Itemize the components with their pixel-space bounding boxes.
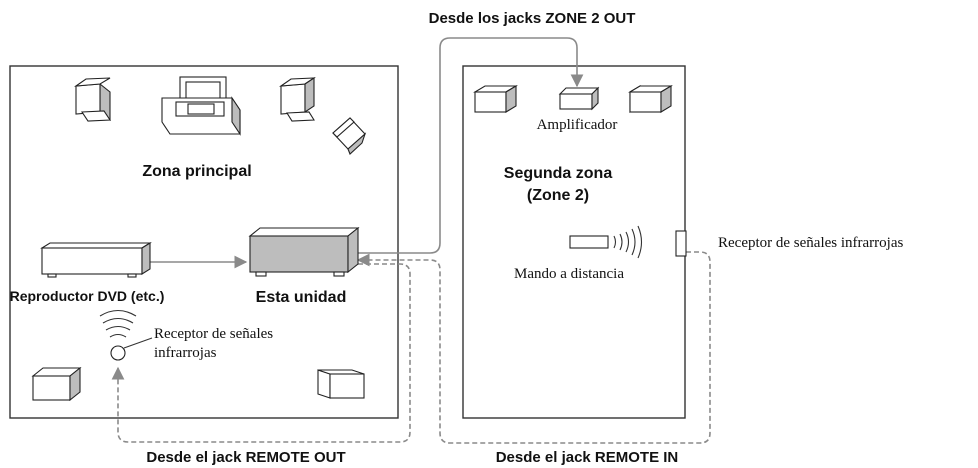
ir-receiver-left-label-1: Receptor de señales [154,326,273,342]
speaker-front-right-icon [279,76,316,122]
zone2-speaker-right-icon [628,85,673,113]
speaker-rear-left-icon [31,366,82,402]
speaker-front-left-icon [74,77,111,122]
dvd-player-label: Reproductor DVD (etc.) [10,288,165,304]
second-zone-label-1: Segunda zona [504,165,613,182]
amplifier-label: Amplificador [537,117,618,133]
ir-receiver-left-icon [99,309,153,361]
receiver-unit-icon [248,226,360,277]
zone2-speaker-left-icon [473,85,518,113]
tv-center-speaker-icon [161,76,241,136]
remote-out-label: Desde el jack REMOTE OUT [146,449,345,466]
remote-control-label: Mando a distancia [514,266,624,282]
second-zone-label-2: (Zone 2) [527,187,589,204]
zone2-out-label: Desde los jacks ZONE 2 OUT [429,10,636,27]
remote-out-dashed-line [111,263,411,443]
amplifier-icon [558,86,600,111]
ir-receiver-right-label: Receptor de señales infrarrojas [718,235,903,251]
ir-receiver-left-label-2: infrarrojas [154,345,217,361]
zone2-out-wire [358,37,584,254]
this-unit-label: Esta unidad [256,289,347,306]
remote-control-icon [569,225,643,259]
remote-in-dashed-line [356,251,711,444]
speaker-rear-right-icon [317,369,365,399]
main-zone-label: Zona principal [142,163,251,180]
dvd-player-icon [40,242,152,278]
ir-receiver-right-icon [675,230,687,257]
speaker-side-right-icon [332,117,367,155]
remote-in-label: Desde el jack REMOTE IN [496,449,679,466]
